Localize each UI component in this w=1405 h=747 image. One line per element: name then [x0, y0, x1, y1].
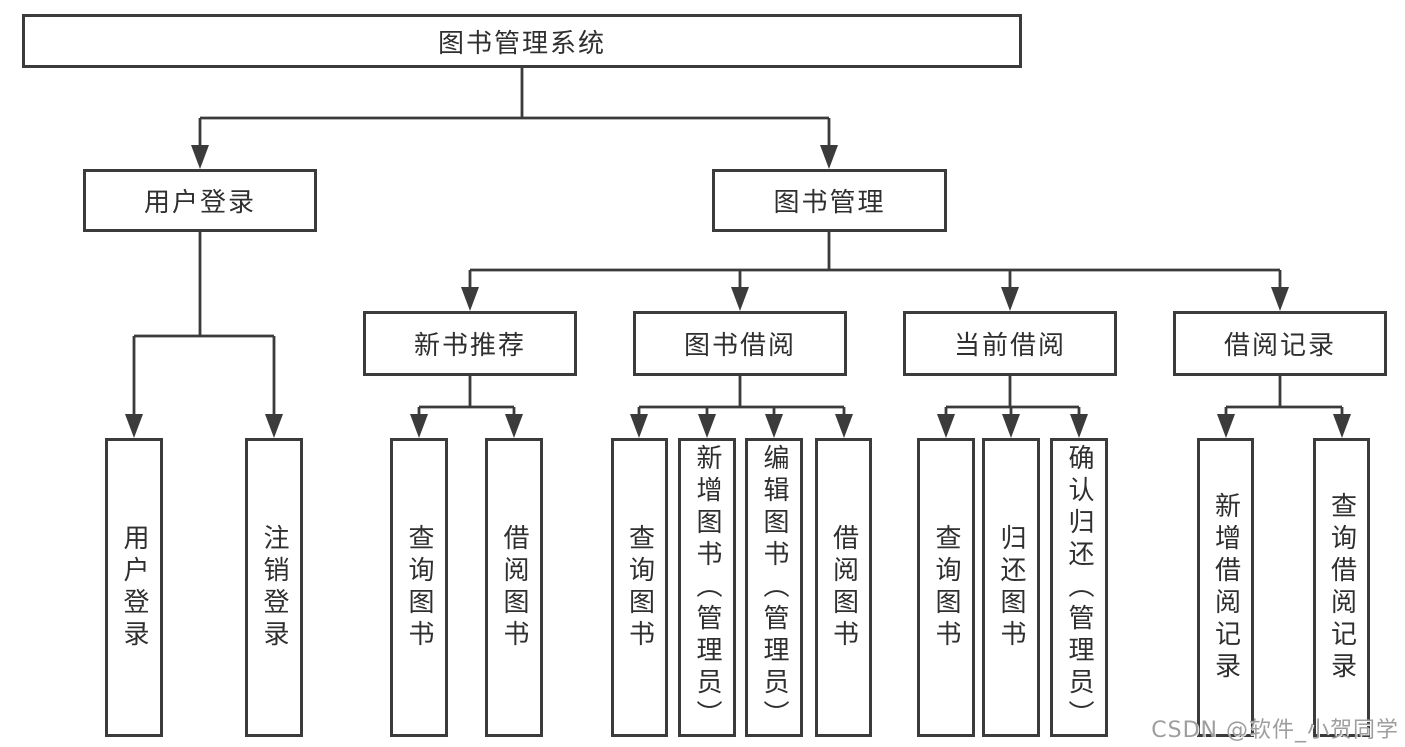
node-book-management: 图书管理 — [712, 169, 947, 232]
connector-book-management — [461, 232, 1289, 311]
node-user-login: 用户登录 — [83, 169, 317, 232]
node-book-borrowing: 图书借阅 — [633, 311, 847, 376]
node-label: 当前借阅 — [953, 331, 1066, 361]
connector-user-login — [125, 232, 283, 438]
node-label: 图书借阅 — [683, 331, 796, 361]
node-new-book-recommend: 新书推荐 — [363, 311, 577, 376]
leaf-cb-return-books: 归还图书 — [982, 438, 1040, 737]
node-label: 图书管理系统 — [437, 28, 606, 59]
leaf-logout: 注销登录 — [245, 438, 303, 737]
leaf-nbr-query-books: 查询图书 — [390, 438, 448, 737]
leaf-nbr-borrow-books: 借阅图书 — [485, 438, 543, 737]
leaf-cb-confirm-return-admin: 确认归还（管理员） — [1050, 438, 1108, 737]
leaf-cb-query-books: 查询图书 — [917, 438, 975, 737]
leaf-label: 查询借阅记录 — [1326, 491, 1357, 684]
leaf-bb-borrow-books: 借阅图书 — [815, 438, 872, 737]
connector-book-borrowing — [630, 376, 853, 438]
connector-new-book-recommend — [410, 376, 523, 438]
leaf-label: 新增借阅记录 — [1210, 491, 1241, 684]
node-root: 图书管理系统 — [22, 14, 1022, 68]
node-label: 新书推荐 — [413, 331, 526, 361]
node-current-borrowing: 当前借阅 — [903, 311, 1117, 376]
connector-current-borrowing — [937, 376, 1088, 438]
leaf-bb-edit-books-admin: 编辑图书（管理员） — [745, 438, 803, 737]
leaf-label: 编辑图书（管理员） — [759, 443, 789, 732]
node-label: 借阅记录 — [1223, 331, 1336, 361]
node-borrowing-records: 借阅记录 — [1173, 311, 1387, 376]
csdn-watermark: CSDN @软件_小贺同学 — [1151, 718, 1399, 743]
leaf-label: 借阅图书 — [828, 523, 859, 652]
leaf-user-login: 用户登录 — [105, 438, 163, 737]
leaf-label: 用户登录 — [119, 523, 149, 652]
leaf-bb-query-books: 查询图书 — [611, 438, 668, 737]
leaf-label: 查询图书 — [931, 523, 961, 652]
node-label: 图书管理 — [773, 188, 886, 218]
leaf-br-add-record: 新增借阅记录 — [1197, 438, 1254, 737]
connector-root — [191, 68, 838, 169]
leaf-label: 新增图书（管理员） — [692, 443, 722, 732]
leaf-label: 借阅图书 — [499, 523, 529, 652]
leaf-label: 查询图书 — [624, 523, 655, 652]
leaf-label: 查询图书 — [404, 523, 434, 652]
leaf-label: 确认归还（管理员） — [1064, 443, 1094, 732]
leaf-br-query-record: 查询借阅记录 — [1313, 438, 1370, 737]
leaf-label: 归还图书 — [996, 523, 1026, 652]
connector-borrowing-records — [1217, 376, 1351, 438]
node-label: 用户登录 — [143, 188, 256, 218]
leaf-bb-add-books-admin: 新增图书（管理员） — [678, 438, 736, 737]
leaf-label: 注销登录 — [259, 523, 289, 652]
